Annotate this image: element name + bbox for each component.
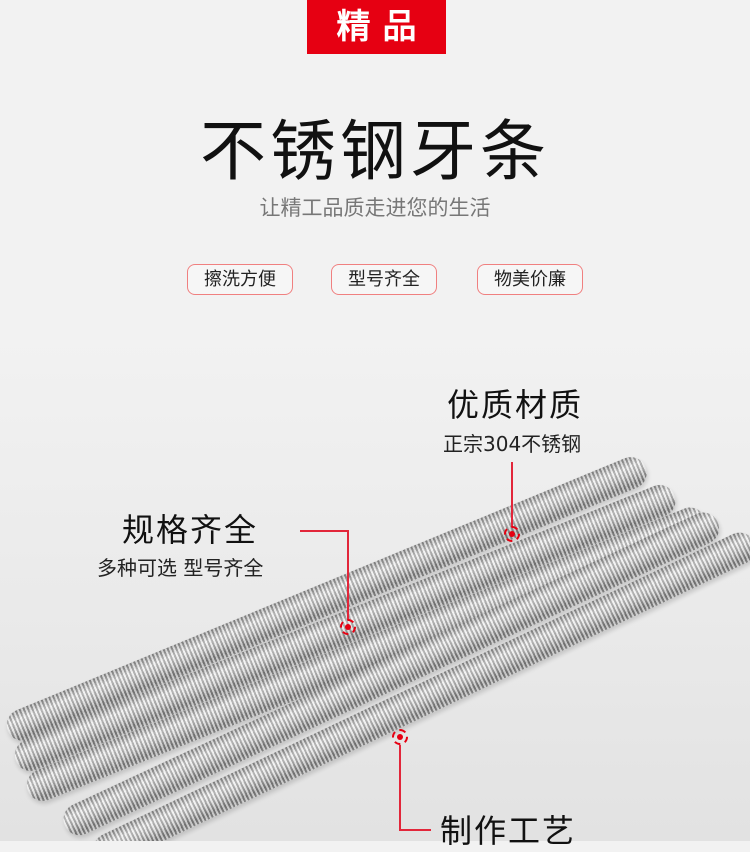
callout-craft-heading: 制作工艺 — [440, 812, 577, 850]
callout-line — [347, 530, 349, 620]
callout-spec-sub: 多种可选 型号齐全 — [97, 556, 264, 580]
hotspot-marker — [340, 619, 356, 635]
product-photo — [0, 330, 750, 841]
callout-line — [399, 829, 431, 831]
callout-line — [300, 530, 349, 532]
callout-line — [399, 745, 401, 831]
slogan: 让精工品质走进您的生活 — [259, 196, 491, 220]
premium-badge: 精品 — [307, 0, 446, 54]
hotspot-marker — [392, 729, 408, 745]
callout-line — [511, 462, 513, 527]
callout-material-sub: 正宗304不锈钢 — [443, 432, 582, 456]
callout-material-heading: 优质材质 — [447, 386, 584, 424]
feature-tag-full-range: 型号齐全 — [331, 264, 437, 295]
hotspot-marker — [504, 526, 520, 542]
callout-spec-heading: 规格齐全 — [122, 511, 259, 549]
feature-tag-easy-clean: 擦洗方便 — [187, 264, 293, 295]
page-title: 不锈钢牙条 — [200, 113, 550, 190]
feature-tag-good-value: 物美价廉 — [477, 264, 583, 295]
